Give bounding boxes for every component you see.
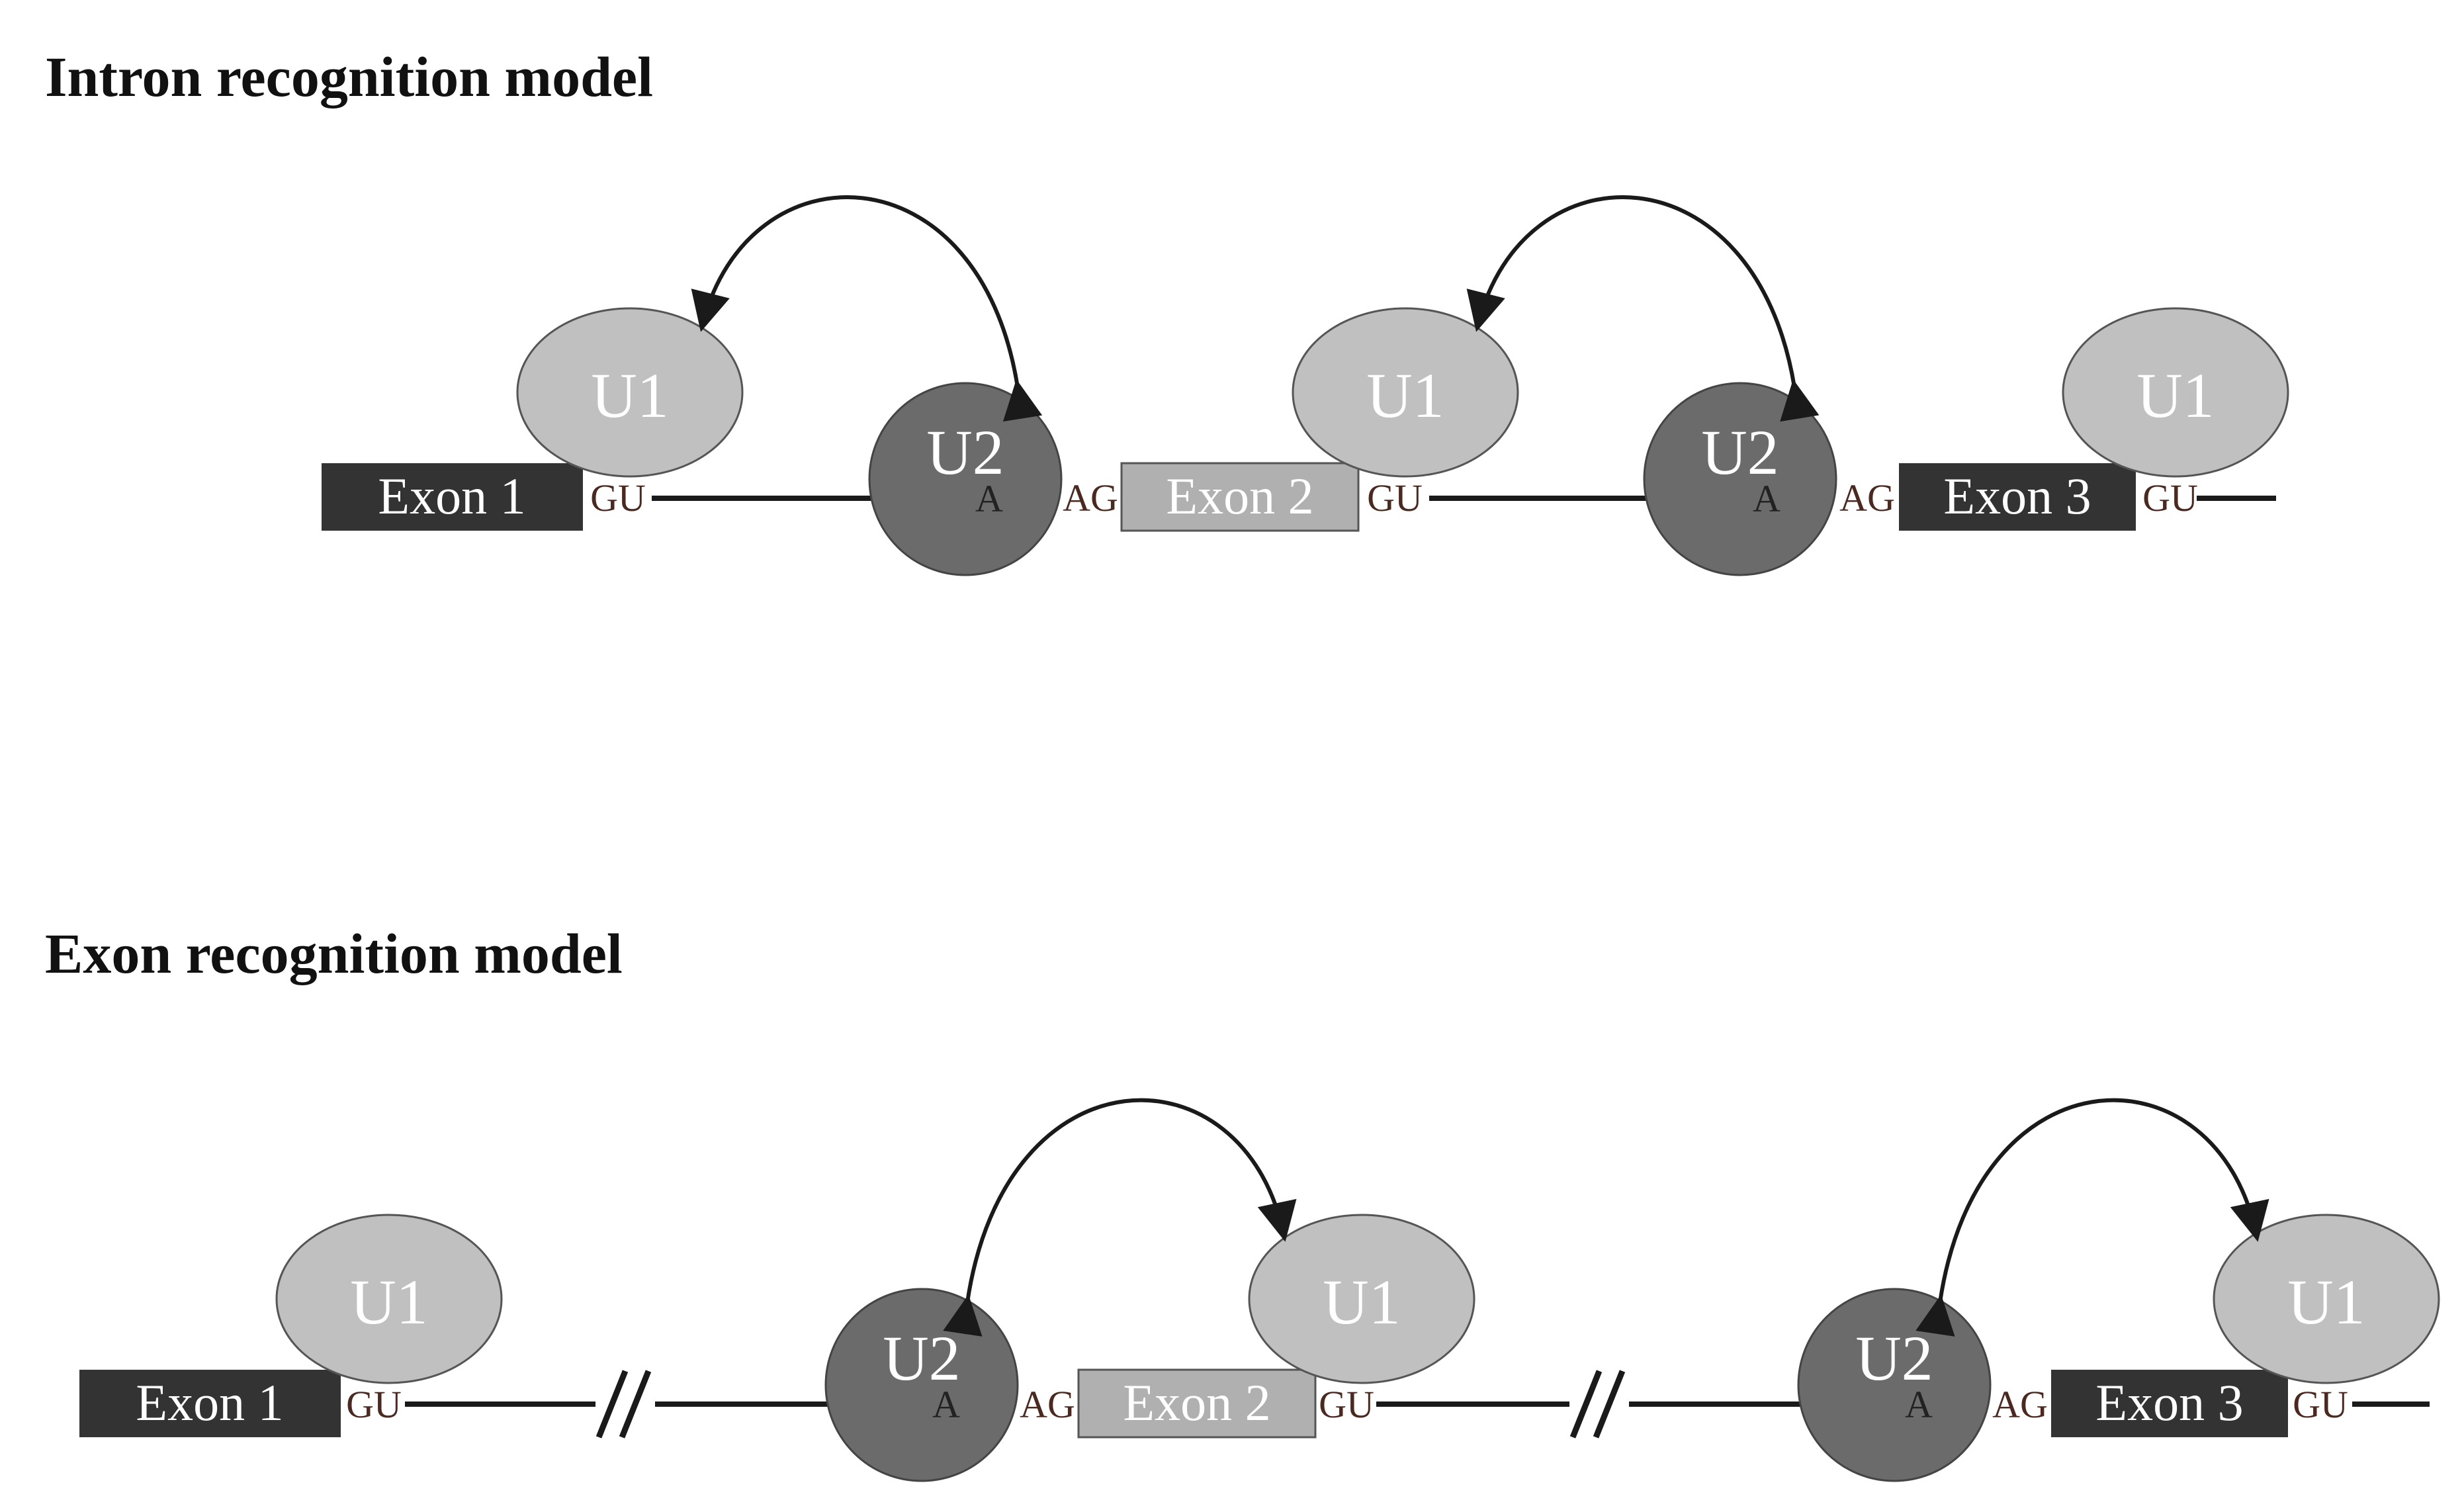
exon-label: Exon 1 [136,1374,283,1431]
u1-label: U1 [2287,1267,2365,1337]
branch-point-label: A [975,477,1003,520]
donor-site-label: GU [1319,1383,1374,1426]
acceptor-site-label: AG [1063,476,1118,519]
u1-label: U1 [1323,1267,1400,1337]
u1-snrnp: U1 [1248,1214,1475,1384]
u2-circle [824,1288,1019,1482]
intron-recognition-panel: Intron recognition model Exon 1 Exon 2 E… [45,45,2289,576]
u1-label: U1 [1366,360,1444,431]
u1-snrnp: U1 [516,307,744,478]
u2-snrnp: U2 [868,382,1063,576]
branch-point-label: A [1753,477,1781,520]
u1-snrnp: U1 [2062,307,2289,478]
u2-snrnp: U2 [1797,1288,1992,1482]
u1-snrnp: U1 [275,1214,503,1384]
exon-label: Exon 3 [1943,467,2091,525]
interaction-arrow [691,195,1043,422]
interaction-arrow [943,1098,1297,1337]
donor-site-label: GU [2293,1383,2348,1426]
branch-point-label: A [932,1383,960,1426]
exon-label: Exon 1 [378,467,525,525]
exon-3-block: Exon 3 [1899,463,2136,531]
exon-1-block: Exon 1 [322,463,583,531]
exon-recognition-panel: Exon recognition model Exon 1 Exon 2 [45,922,2440,1482]
donor-site-label: GU [590,476,646,519]
interaction-arrow [1915,1098,2269,1337]
exon-label: Exon 2 [1123,1374,1270,1431]
u1-snrnp: U1 [1292,307,1519,478]
u2-label: U2 [926,417,1004,488]
exon-box [79,1370,341,1437]
u1-snrnp: U1 [2213,1214,2440,1384]
panel-title-exon-model: Exon recognition model [45,922,623,985]
acceptor-site-label: AG [1992,1383,2048,1426]
exon-box [2051,1370,2288,1437]
exon-box [1077,1368,1317,1439]
exon-label: Exon 3 [2095,1374,2243,1431]
exon-2-block: Exon 2 [1120,462,1360,532]
u1-ellipse [275,1214,503,1384]
exon-3-block: Exon 3 [2051,1370,2288,1437]
exon-box [322,463,583,531]
exon-box [1120,462,1360,532]
u1-label: U1 [350,1267,427,1337]
u2-snrnp: U2 [1643,382,1837,576]
donor-site-label: GU [2142,476,2198,519]
u1-ellipse [2062,307,2289,478]
panel-title-intron-model: Intron recognition model [45,45,653,109]
interaction-arrow [1466,195,1820,422]
exon-label: Exon 2 [1166,467,1313,525]
acceptor-site-label: AG [1839,476,1895,519]
u2-label: U2 [1701,417,1779,488]
u2-snrnp: U2 [824,1288,1019,1482]
exon-box [1899,463,2136,531]
u2-circle [1797,1288,1992,1482]
u1-label: U1 [2136,360,2214,431]
u1-label: U1 [591,360,668,431]
sequence-break-mark [1569,1370,1629,1439]
exon-2-block: Exon 2 [1077,1368,1317,1439]
sequence-break-mark [595,1370,655,1439]
donor-site-label: GU [1367,476,1423,519]
branch-point-label: A [1905,1383,1933,1426]
donor-site-label: GU [346,1383,402,1426]
exon-1-block: Exon 1 [79,1370,341,1437]
acceptor-site-label: AG [1020,1383,1075,1426]
